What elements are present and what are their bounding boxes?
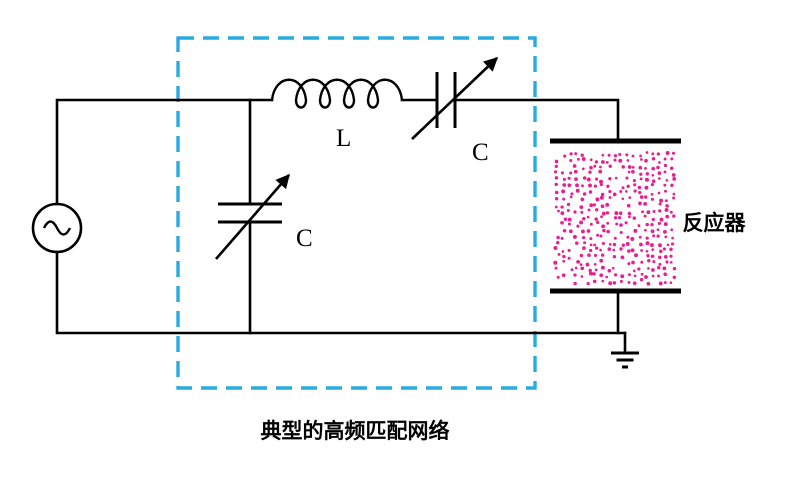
variable-arrow-icon	[411, 57, 499, 140]
shunt-variable-capacitor-icon	[215, 173, 290, 260]
inductor-coil-icon	[270, 78, 404, 109]
reactor	[550, 138, 681, 294]
ac-source-icon	[31, 202, 83, 254]
series-capacitor-label: C	[472, 139, 489, 166]
variable-arrow-icon	[215, 173, 290, 260]
matching-network-box	[176, 36, 537, 390]
plasma-dots	[553, 151, 677, 286]
wire-source-to-inductor	[55, 98, 274, 206]
wire-bottom-return	[55, 250, 627, 335]
wire-capacitor-to-reactor	[453, 98, 620, 143]
reactor-label: 反应器	[683, 211, 747, 235]
shunt-capacitor-label: C	[296, 225, 313, 252]
inductor-label: L	[336, 125, 351, 152]
series-variable-capacitor-icon	[411, 57, 499, 140]
ground-icon	[611, 331, 639, 369]
diagram-caption: 典型的高频匹配网络	[261, 419, 450, 443]
